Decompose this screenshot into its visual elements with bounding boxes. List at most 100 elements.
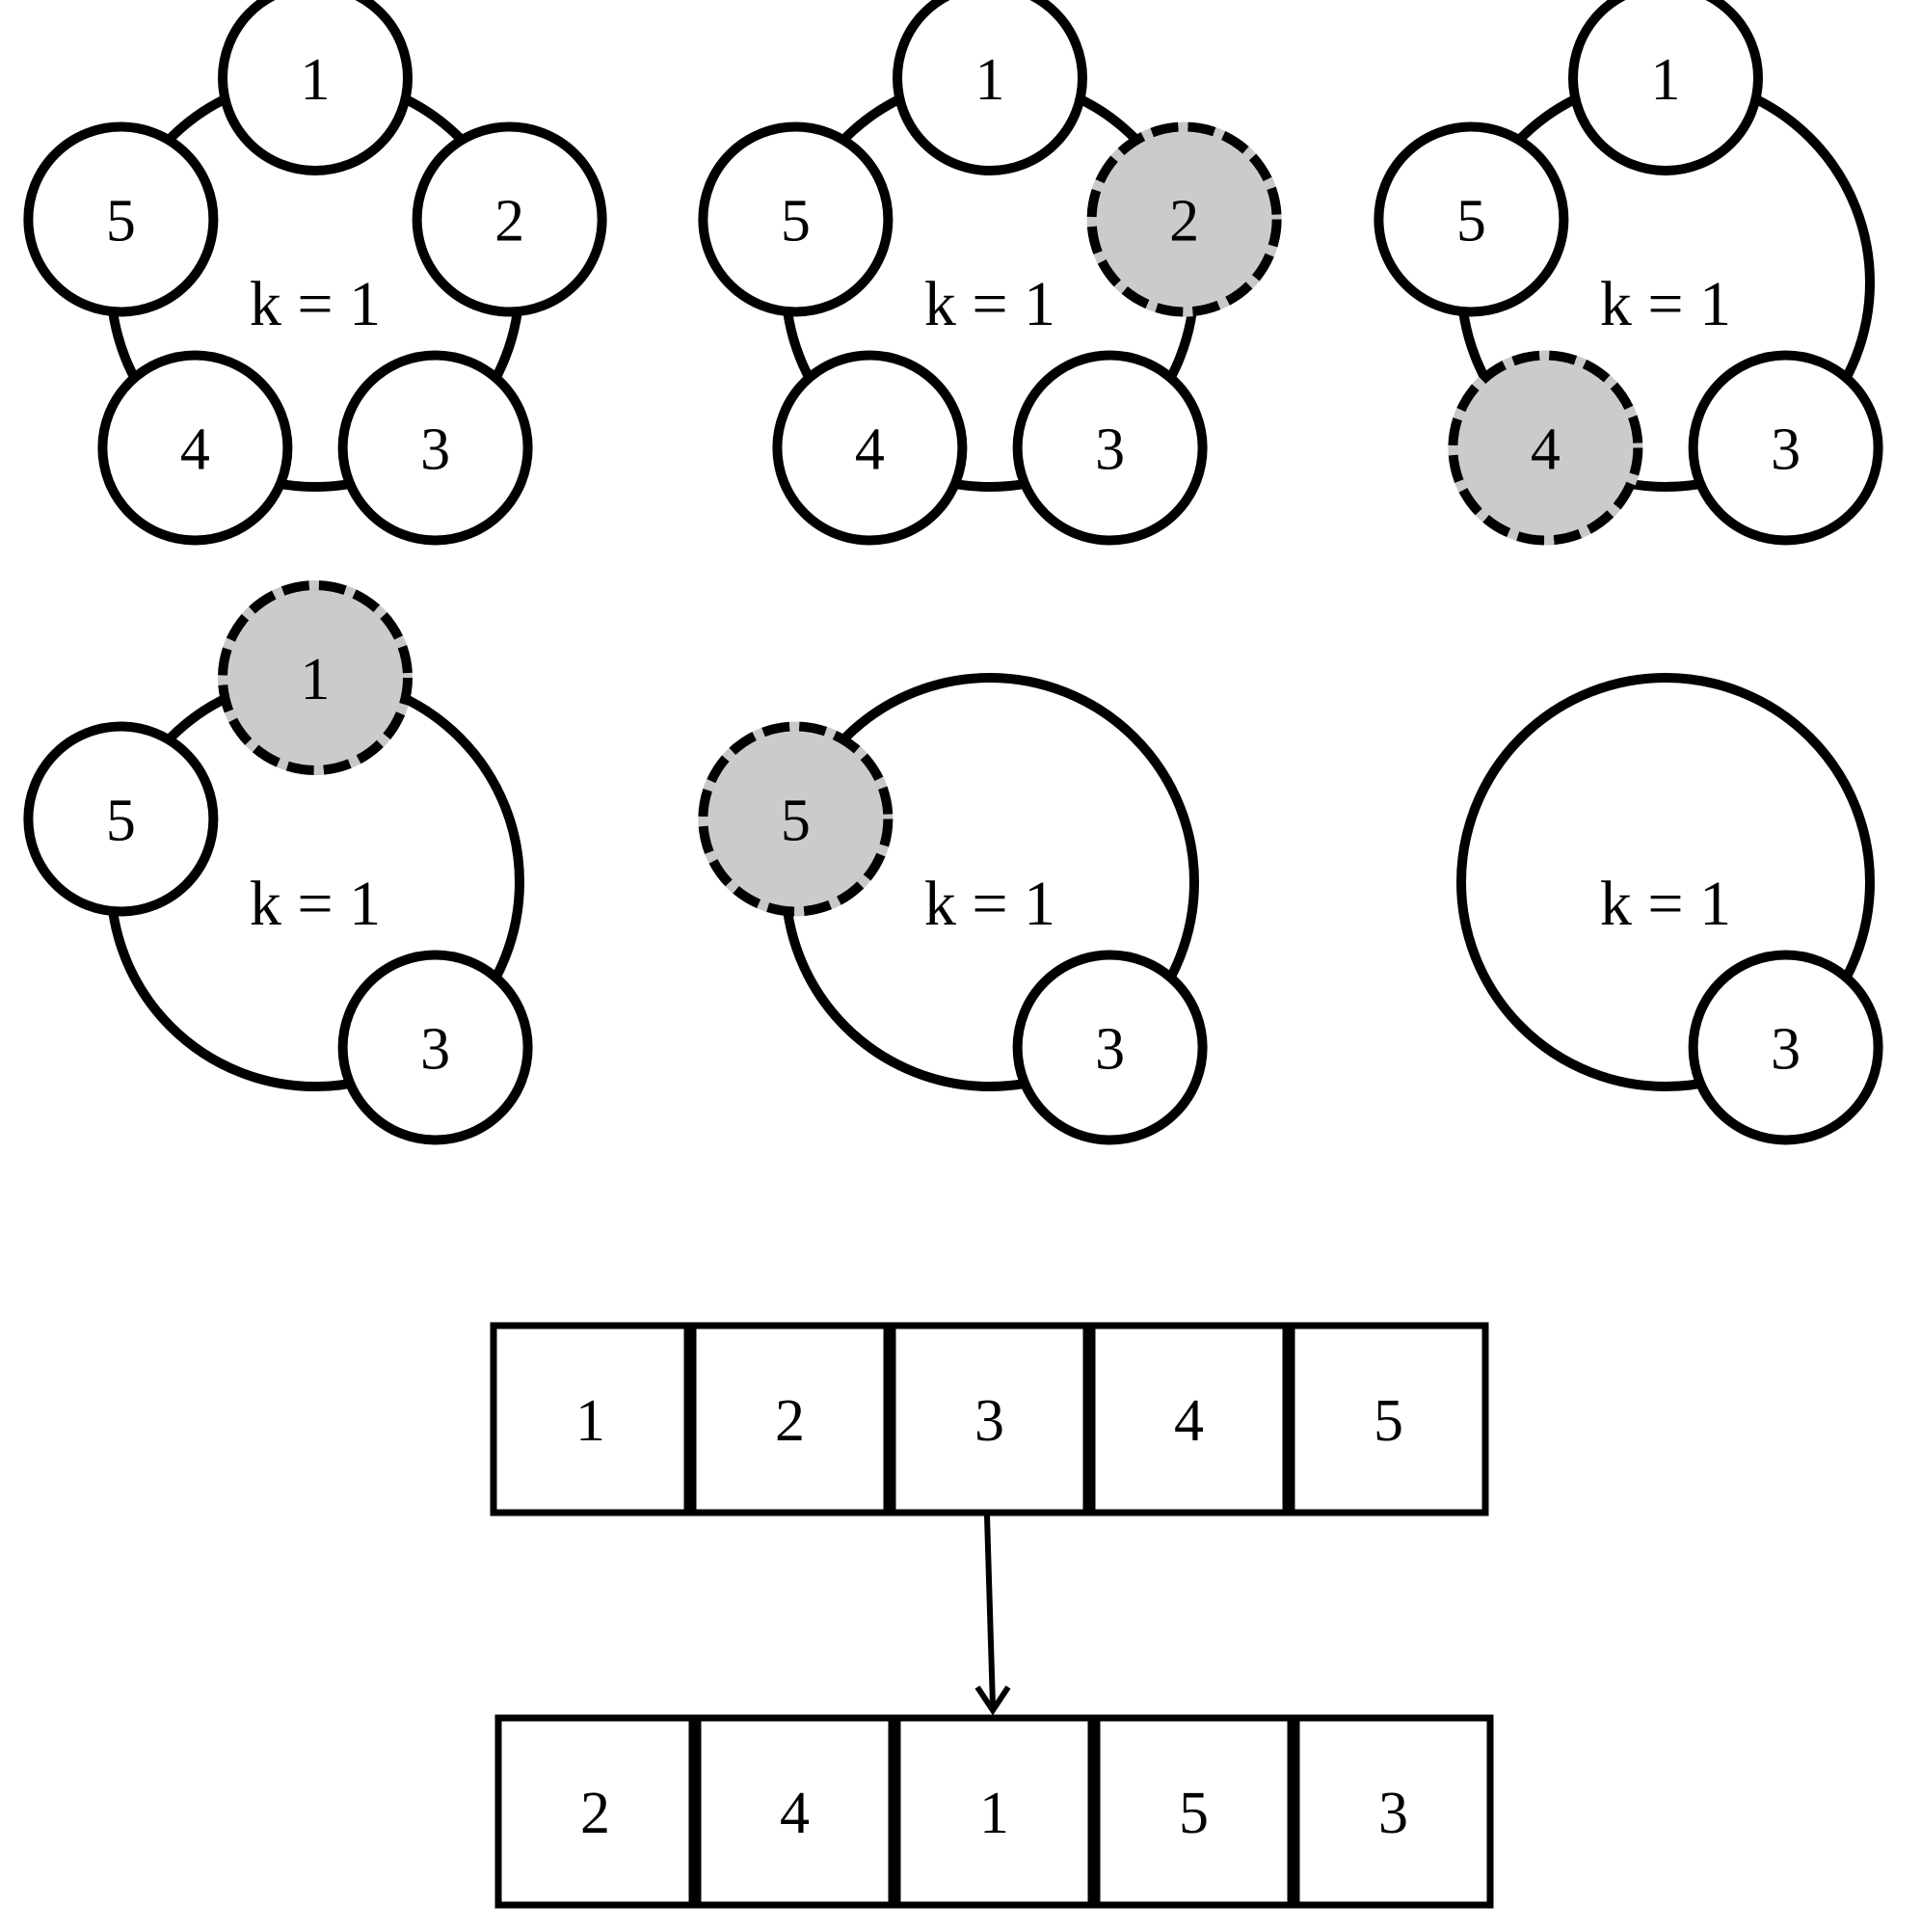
node-label: 3 [1095, 1017, 1125, 1083]
node-label: 5 [781, 188, 811, 254]
array-cell-box [894, 1714, 1095, 1909]
sequence-arrays: 1 2 3 4 52 4 1 5 3 [490, 1322, 1494, 1909]
eliminated-node-border-gap [1448, 350, 1643, 546]
eliminated-node: 2 [1086, 121, 1282, 317]
panel-3: k = 1 1 3 4 5 [1374, 0, 1883, 546]
eliminated-node: 5 [698, 721, 894, 917]
eliminated-node: 1 [218, 580, 413, 775]
node-label: 5 [1456, 188, 1486, 254]
eliminated-node-border-gap [218, 580, 413, 775]
node: 3 [337, 350, 533, 546]
node-circle [893, 0, 1087, 175]
eliminated-node: 4 [1448, 350, 1643, 546]
node-circle [337, 350, 533, 546]
node-label: 2 [1169, 188, 1199, 254]
node-circle [412, 121, 607, 317]
node: 3 [337, 950, 533, 1145]
array-cell: 4 [694, 1714, 895, 1909]
array-cell-box [1088, 1322, 1290, 1516]
node-label: 3 [420, 417, 450, 483]
node-label: 4 [855, 417, 885, 483]
node-label: 1 [301, 647, 331, 712]
array-cell-box [889, 1322, 1090, 1516]
node: 4 [97, 350, 293, 546]
node-label: 4 [180, 417, 210, 483]
array-cell-box [1293, 1714, 1494, 1909]
k-label: k = 1 [250, 269, 381, 339]
array-cell-value: 4 [780, 1781, 810, 1846]
panel-4: k = 1 1 3 5 [23, 580, 533, 1145]
node: 5 [23, 721, 219, 917]
array-cell-value: 2 [580, 1781, 610, 1846]
node: 3 [1012, 350, 1208, 546]
node-label: 1 [975, 47, 1005, 113]
array-cell: 1 [490, 1322, 691, 1516]
array-cell-value: 2 [775, 1388, 805, 1454]
array-cell: 3 [889, 1322, 1090, 1516]
k-label: k = 1 [1600, 269, 1731, 339]
node-circle [1688, 350, 1883, 546]
node: 3 [1688, 350, 1883, 546]
array-cell-box [1288, 1322, 1489, 1516]
node: 5 [1374, 121, 1569, 317]
node-label: 4 [1531, 417, 1561, 483]
eliminated-node-border-gap [1086, 121, 1282, 317]
k-label: k = 1 [1600, 869, 1731, 939]
panel-1: k = 1 1 2 3 4 5 [23, 0, 607, 546]
array-cell: 3 [1293, 1714, 1494, 1909]
node-label: 2 [494, 188, 524, 254]
node-label: 1 [1651, 47, 1681, 113]
node-circle [1688, 950, 1883, 1145]
array-cell: 4 [1088, 1322, 1290, 1516]
node-circle [1012, 950, 1208, 1145]
array-cell-box [1093, 1714, 1294, 1909]
ring-circle [1456, 673, 1875, 1091]
node-circle [1012, 350, 1208, 546]
array-cell-value: 5 [1179, 1781, 1209, 1846]
node: 3 [1688, 950, 1883, 1145]
node: 3 [1012, 950, 1208, 1145]
array-cell-value: 3 [974, 1388, 1004, 1454]
node-circle [23, 121, 219, 317]
node: 5 [23, 121, 219, 317]
array-cell-box [689, 1322, 891, 1516]
node-label: 3 [420, 1017, 450, 1083]
transform-arrow [974, 1515, 1011, 1716]
eliminated-node-border-gap [698, 721, 894, 917]
node-circle [1568, 0, 1763, 175]
array-cell-value: 1 [575, 1388, 605, 1454]
node-label: 3 [1095, 417, 1125, 483]
node: 5 [698, 121, 894, 317]
node-label: 3 [1771, 417, 1801, 483]
node-circle [23, 721, 219, 917]
k-label: k = 1 [250, 869, 381, 939]
node-circle [698, 121, 894, 317]
k-label: k = 1 [924, 869, 1055, 939]
array-cell: 5 [1093, 1714, 1294, 1909]
node-circle [337, 950, 533, 1145]
array-cell: 2 [689, 1322, 891, 1516]
node-circle [772, 350, 968, 546]
array-cell-value: 4 [1174, 1388, 1204, 1454]
node-label: 5 [781, 788, 811, 853]
arrow-head [974, 1685, 1011, 1716]
node-label: 5 [106, 788, 136, 853]
array-cell-value: 3 [1378, 1781, 1408, 1846]
array-cell-box [490, 1322, 691, 1516]
node-circle [1374, 121, 1569, 317]
node-circle [218, 0, 413, 175]
array-cell-box [694, 1714, 895, 1909]
node-label: 3 [1771, 1017, 1801, 1083]
array-cell-box [494, 1714, 696, 1909]
node-label: 5 [106, 188, 136, 254]
array-cell: 1 [894, 1714, 1095, 1909]
node: 4 [772, 350, 968, 546]
array-cell-value: 1 [979, 1781, 1009, 1846]
output-array: 2 4 1 5 3 [494, 1714, 1494, 1909]
panel-5: k = 1 3 5 [698, 673, 1208, 1145]
node: 1 [218, 0, 413, 175]
